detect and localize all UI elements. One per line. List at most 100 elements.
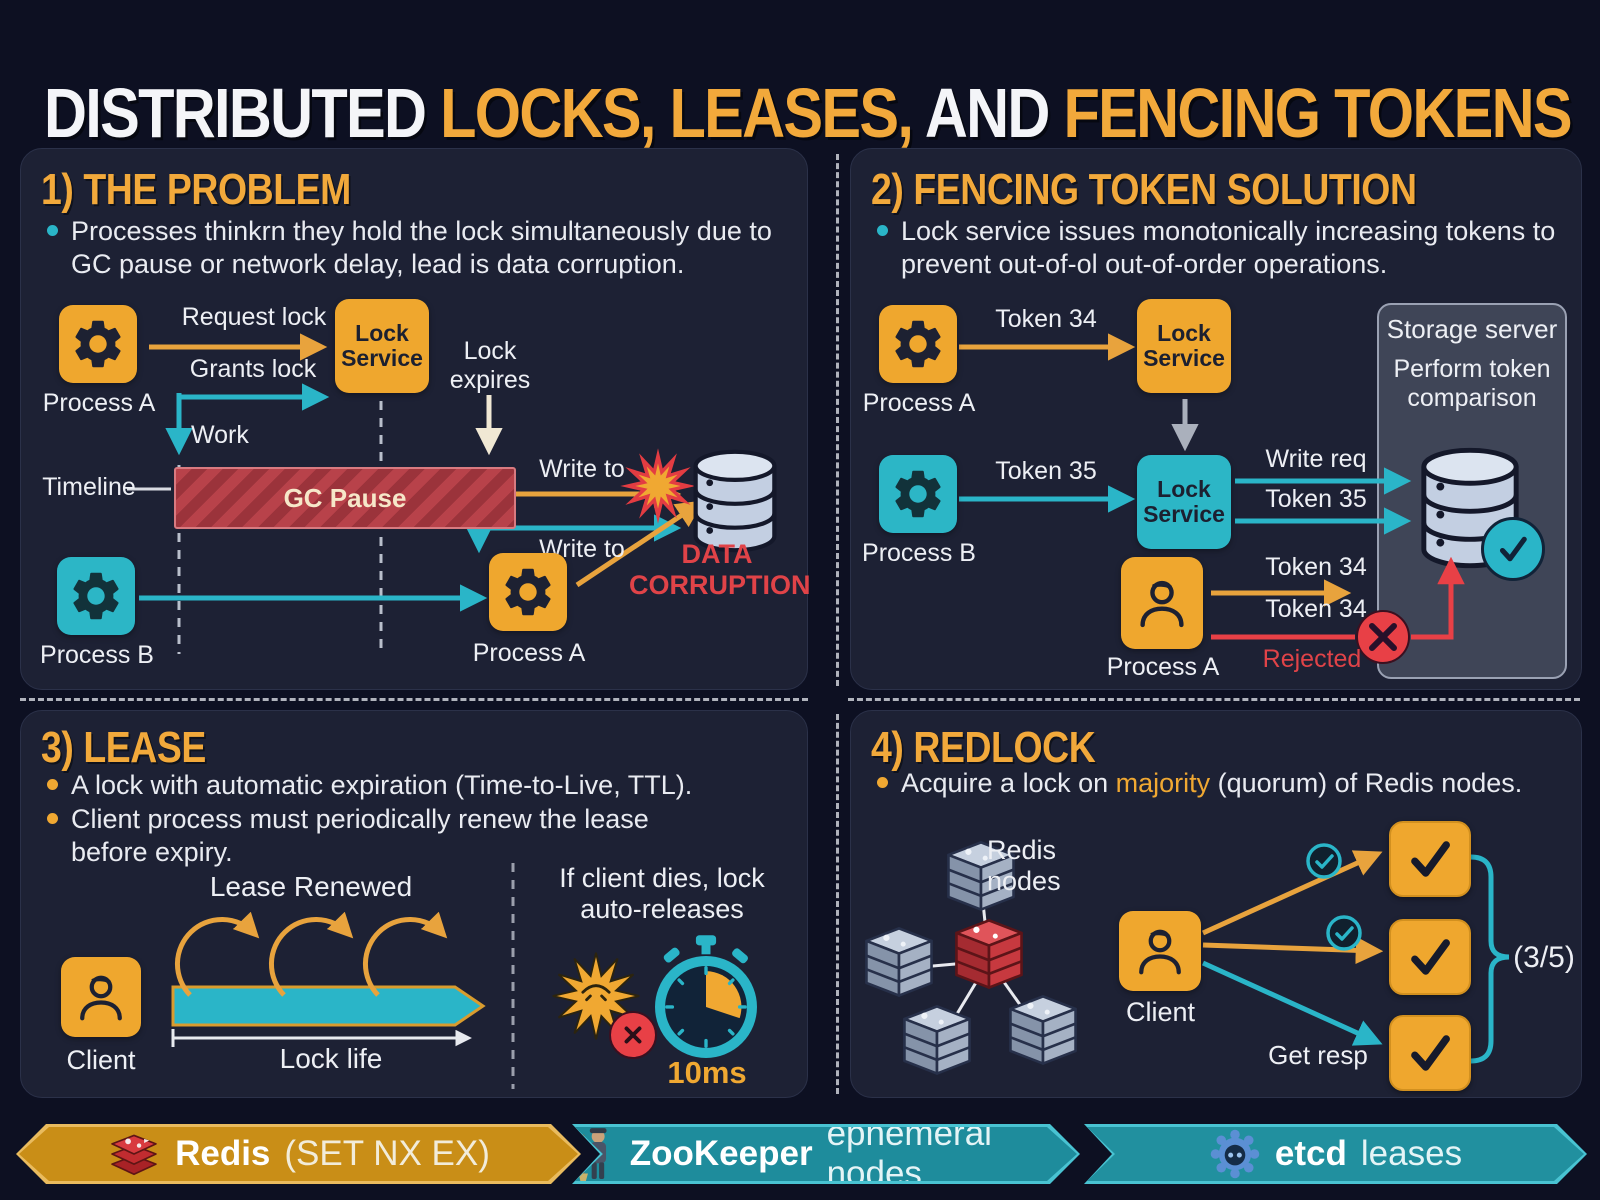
banner-zookeeper-detail: ephemeral nodes (826, 1114, 992, 1193)
bullet-dot (47, 779, 58, 790)
panel-redlock-bullet-text: Acquire a lock on majority (quorum) of R… (901, 768, 1523, 798)
write-to-label-1: Write to (539, 455, 625, 483)
storage-server-label: Storage server (1386, 314, 1558, 344)
panel-problem-bullet-text: Processes thinkrn they hold the lock sim… (71, 216, 772, 280)
data-corruption-label: DATA CORRUPTION (629, 539, 811, 600)
banner-redis-name: Redis (175, 1134, 271, 1173)
banner-zookeeper-name: ZooKeeper (629, 1134, 813, 1173)
lock-service-box: Lock Service (335, 299, 429, 393)
panel-redlock-heading: 4) REDLOCK (871, 723, 1096, 772)
banner-redis-border: Redis (SET NX EX) (16, 1124, 581, 1184)
panel-fencing: Storage server Perform token comparison (850, 148, 1582, 690)
panel-problem: 1) THE PROBLEM Processes thinkrn they ho… (20, 148, 811, 690)
client-label: Client (66, 1045, 136, 1075)
process-a2-box (1121, 557, 1203, 649)
client-label: Client (1125, 997, 1196, 1027)
banner-etcd-border: etcd leases (1084, 1124, 1587, 1184)
process-a2-box (489, 553, 567, 631)
banner-redis: Redis (SET NX EX) (16, 1124, 581, 1184)
lock-life-label: Lock life (279, 1043, 383, 1074)
banner-etcd-name: etcd (1274, 1134, 1347, 1173)
panel-fencing-bullet: Lock service issues monotonically increa… (877, 215, 1571, 282)
gc-pause-bar: GC Pause (174, 467, 516, 529)
process-a2-label: Process A (472, 639, 586, 667)
process-a-label: Process A (862, 389, 976, 417)
work-label: Work (191, 421, 249, 449)
banner-etcd: etcd leases (1084, 1124, 1587, 1184)
lock-service-top-label: Lock Service (1143, 320, 1225, 371)
page-title: DISTRIBUTED LOCKS, LEASES, AND FENCING T… (44, 73, 1573, 153)
bullet-dot (877, 225, 888, 236)
rejected-label: Rejected (1262, 645, 1362, 673)
gear-icon (67, 567, 125, 625)
lock-service-mid-box: Lock Service (1137, 455, 1231, 549)
zookeeper-icon (575, 1125, 616, 1183)
title-part-4: FENCING TOKENS (1063, 73, 1572, 152)
gear-icon (499, 563, 557, 621)
token-34-label: Token 34 (995, 305, 1097, 333)
process-b-box (57, 557, 135, 635)
token-34-2-label: Token 34 (1265, 553, 1367, 581)
client-box (1119, 911, 1201, 991)
lease-renewed-label: Lease Renewed (209, 871, 413, 902)
quorum-label: (3/5) (1513, 941, 1575, 974)
divider-bottom-vertical (836, 714, 839, 1094)
title-part-3: AND (912, 73, 1064, 152)
ack-checkbox (1389, 919, 1471, 995)
gear-icon (69, 315, 127, 373)
stopwatch-icon (647, 933, 765, 1063)
lock-service-mid-label: Lock Service (1143, 476, 1225, 527)
redis-master-node-icon (947, 915, 1031, 995)
panel-problem-heading: 1) THE PROBLEM (41, 165, 351, 214)
panel-redlock: 4) REDLOCK Acquire a lock on majority (q… (850, 710, 1582, 1098)
banner-etcd-fill: etcd leases (1087, 1127, 1584, 1181)
collision-burst-icon (617, 445, 699, 527)
ttl-value-label: 10ms (667, 1055, 747, 1090)
process-b-label: Process B (862, 539, 976, 567)
process-b-box (879, 455, 957, 533)
process-b-label: Process B (40, 641, 154, 669)
banner-redis-fill: Redis (SET NX EX) (19, 1127, 578, 1181)
write-req-label: Write req (1265, 445, 1367, 473)
redis-node-icon (857, 923, 941, 1003)
bullet-dot (47, 225, 58, 236)
majority-highlight: majority (1115, 768, 1211, 798)
storage-server-panel: Storage server Perform token comparison (1377, 303, 1567, 679)
token-35-label: Token 35 (995, 457, 1097, 485)
get-resp-label: Get resp (1268, 1040, 1368, 1070)
redis-nodes-label: Redis nodes (987, 835, 1061, 896)
process-a-box (59, 305, 137, 383)
banner-etcd-detail: leases (1360, 1134, 1463, 1173)
banner-zookeeper: ZooKeeper ephemeral nodes (572, 1124, 1080, 1184)
panel-lease-bullet-2: Client process must periodically renew t… (47, 803, 707, 870)
panel-problem-bullet: Processes thinkrn they hold the lock sim… (47, 215, 781, 282)
token-35-2-label: Token 35 (1265, 485, 1367, 513)
panel-lease: 3) LEASE A lock with automatic expiratio… (20, 710, 808, 1098)
timeline-label: Timeline (42, 473, 136, 501)
perform-token-label: Perform token comparison (1393, 355, 1551, 412)
bullet-dot (877, 777, 888, 788)
process-a2-label: Process A (1106, 653, 1220, 681)
panel-redlock-bullet: Acquire a lock on majority (quorum) of R… (877, 767, 1577, 800)
dead-x-icon (609, 1011, 657, 1059)
redis-logo-icon (107, 1127, 161, 1181)
gear-icon (889, 465, 947, 523)
lock-expires-label: Lock expires (449, 337, 531, 394)
panel-fencing-bullet-text: Lock service issues monotonically increa… (901, 216, 1556, 280)
person-icon (1130, 920, 1190, 982)
lock-service-label: Lock Service (341, 320, 423, 371)
panel-fencing-heading: 2) FENCING TOKEN SOLUTION (871, 165, 1417, 214)
accepted-check-icon (1481, 517, 1545, 581)
panel-lease-bullet-1: A lock with automatic expiration (Time-t… (47, 769, 791, 802)
banner-zookeeper-border: ZooKeeper ephemeral nodes (572, 1124, 1080, 1184)
token-34-3-label: Token 34 (1265, 595, 1367, 623)
divider-horizontal-left (20, 698, 808, 701)
database-icon (689, 449, 781, 553)
grants-lock-label: Grants lock (189, 355, 317, 383)
panel-lease-bullet-1-text: A lock with automatic expiration (Time-t… (71, 770, 693, 800)
gear-icon (889, 315, 947, 373)
bullet-dot (47, 813, 58, 824)
divider-top-vertical (836, 154, 839, 686)
ack-checkbox (1389, 821, 1471, 897)
